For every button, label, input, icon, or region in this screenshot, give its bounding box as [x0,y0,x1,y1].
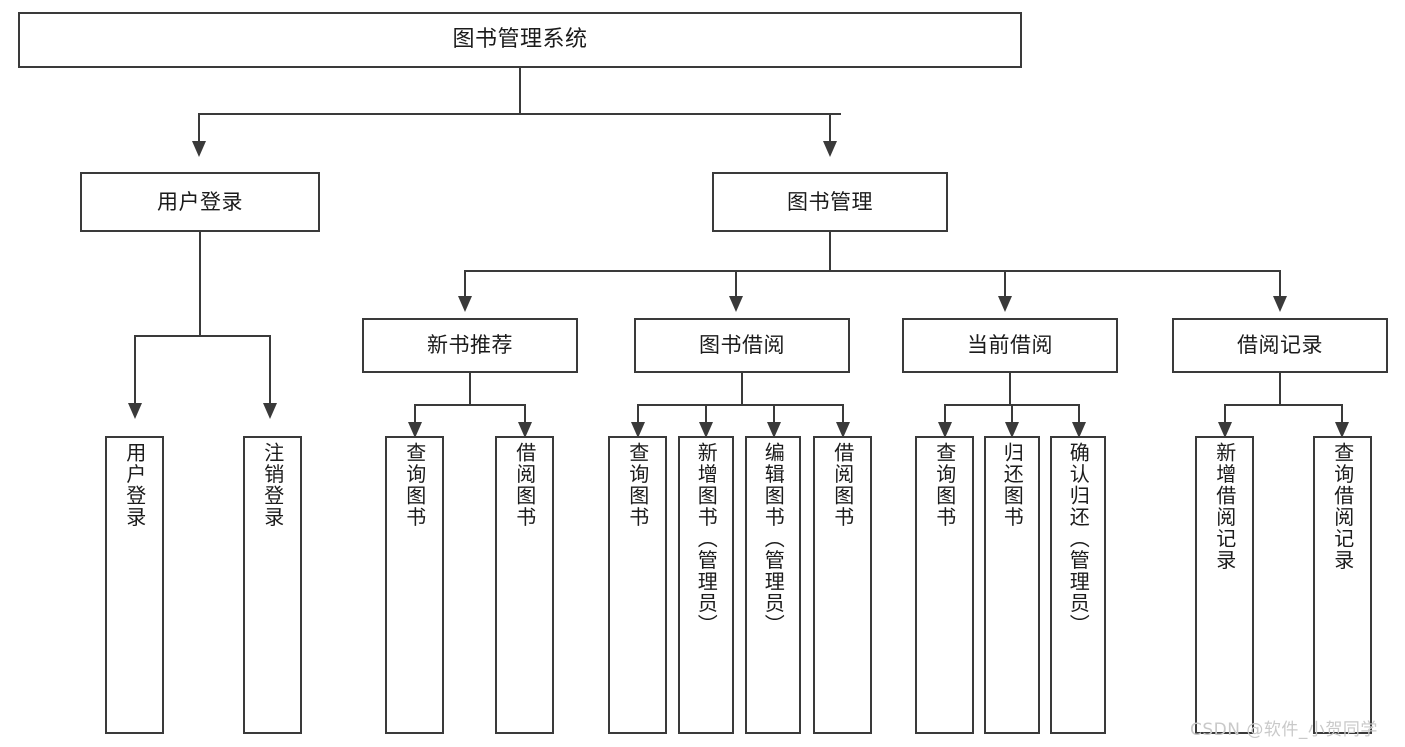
edge-new-book-to-leaf-2 [524,404,526,426]
leaf-user-login-logout[interactable]: 注销登录 [243,436,302,734]
node-user-login[interactable]: 用户登录 [80,172,320,232]
leaf-current-borrow-confirm-return[interactable]: 确认归还（管理员） [1050,436,1106,734]
node-label: 用户登录 [122,442,147,528]
arrowhead-to-user-login [192,141,206,157]
edge-book-management-bus [464,270,1280,272]
edge-borrow-record-to-leaf-1 [1224,404,1226,426]
edge-book-borrow-bus [637,404,844,406]
arrowhead-to-book-management [823,141,837,157]
arrowhead-user-login-leaf-1 [128,403,142,419]
edge-user-login-to-leaf-2 [269,335,271,405]
edge-root-stem [519,68,521,113]
node-book-borrow[interactable]: 图书借阅 [634,318,850,373]
leaf-user-login-login[interactable]: 用户登录 [105,436,164,734]
leaf-borrow-record-query[interactable]: 查询借阅记录 [1313,436,1372,734]
edge-borrow-record-bus [1224,404,1342,406]
node-label: 新增图书（管理员） [694,442,719,636]
node-label: 编辑图书（管理员） [761,442,786,636]
csdn-watermark: CSDN @软件_小贺同学 [1190,720,1378,740]
arrowhead-borrow-record [1273,296,1287,312]
edge-book-borrow-to-leaf-2 [705,404,707,426]
node-label: 图书借阅 [699,333,785,358]
edge-borrow-record-to-leaf-2 [1341,404,1343,426]
leaf-book-borrow-query[interactable]: 查询图书 [608,436,667,734]
node-borrow-record[interactable]: 借阅记录 [1172,318,1388,373]
edge-book-borrow-stem [741,373,743,406]
node-label: 查询图书 [625,442,650,528]
arrowhead-new-book-leaf-1 [408,422,422,438]
edge-book-borrow-to-leaf-3 [773,404,775,426]
node-label: 归还图书 [1000,442,1025,528]
arrowhead-current-borrow [998,296,1012,312]
arrowhead-borrow-record-leaf-1 [1218,422,1232,438]
edge-bm-to-book-borrow [735,270,737,298]
node-label: 新书推荐 [427,333,513,358]
edge-new-book-stem [469,373,471,406]
node-book-management[interactable]: 图书管理 [712,172,948,232]
edge-root-bus [198,113,841,115]
node-label: 图书管理 [787,189,873,214]
leaf-current-borrow-return[interactable]: 归还图书 [984,436,1040,734]
node-label: 新增借阅记录 [1212,442,1237,571]
edge-current-borrow-to-leaf-3 [1078,404,1080,426]
node-label: 借阅图书 [512,442,537,528]
edge-user-login-to-leaf-1 [134,335,136,405]
arrowhead-book-borrow-leaf-3 [767,422,781,438]
arrowhead-user-login-leaf-2 [263,403,277,419]
node-current-borrow[interactable]: 当前借阅 [902,318,1118,373]
edge-root-to-user-login [198,113,200,143]
node-label: 查询借阅记录 [1330,442,1355,571]
arrowhead-borrow-record-leaf-2 [1335,422,1349,438]
edge-user-login-bus [134,335,271,337]
node-label: 借阅记录 [1237,333,1323,358]
edge-current-borrow-to-leaf-1 [944,404,946,426]
leaf-book-borrow-borrow[interactable]: 借阅图书 [813,436,872,734]
arrowhead-book-borrow-leaf-4 [836,422,850,438]
node-label: 查询图书 [932,442,957,528]
edge-current-borrow-stem [1009,373,1011,406]
edge-bm-to-borrow-record [1279,270,1281,298]
edge-bm-to-current-borrow [1004,270,1006,298]
node-label: 注销登录 [260,442,285,528]
edge-current-borrow-to-leaf-2 [1011,404,1013,426]
leaf-new-book-borrow[interactable]: 借阅图书 [495,436,554,734]
leaf-current-borrow-query[interactable]: 查询图书 [915,436,974,734]
arrowhead-current-borrow-leaf-2 [1005,422,1019,438]
leaf-book-borrow-add[interactable]: 新增图书（管理员） [678,436,734,734]
node-label: 借阅图书 [830,442,855,528]
node-label: 用户登录 [157,189,243,214]
arrowhead-new-book [458,296,472,312]
node-label: 确认归还（管理员） [1066,442,1091,636]
arrowhead-new-book-leaf-2 [518,422,532,438]
arrowhead-current-borrow-leaf-1 [938,422,952,438]
edge-borrow-record-stem [1279,373,1281,406]
arrowhead-book-borrow-leaf-1 [631,422,645,438]
edge-new-book-to-leaf-1 [414,404,416,426]
node-new-book-recommend[interactable]: 新书推荐 [362,318,578,373]
node-root-book-management-system[interactable]: 图书管理系统 [18,12,1022,68]
edge-user-login-stem [199,232,201,337]
leaf-new-book-query[interactable]: 查询图书 [385,436,444,734]
edge-new-book-bus [414,404,526,406]
arrowhead-book-borrow [729,296,743,312]
node-label: 当前借阅 [967,333,1053,358]
node-label: 查询图书 [402,442,427,528]
leaf-book-borrow-edit[interactable]: 编辑图书（管理员） [745,436,801,734]
arrowhead-book-borrow-leaf-2 [699,422,713,438]
edge-book-borrow-to-leaf-4 [842,404,844,426]
edge-root-to-book-management [829,113,831,143]
arrowhead-current-borrow-leaf-3 [1072,422,1086,438]
node-label: 图书管理系统 [452,27,588,53]
leaf-borrow-record-add[interactable]: 新增借阅记录 [1195,436,1254,734]
edge-book-borrow-to-leaf-1 [637,404,639,426]
edge-book-management-stem [829,232,831,272]
edge-bm-to-new-book [464,270,466,298]
